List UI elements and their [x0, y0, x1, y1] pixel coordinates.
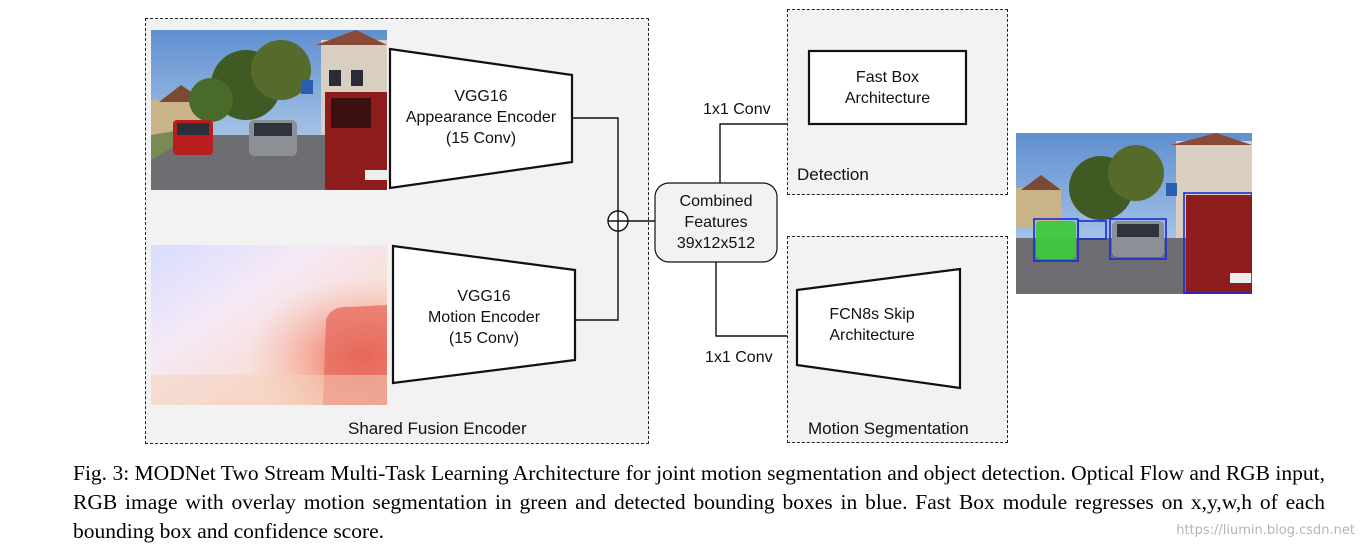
optical-flow-input-image: [151, 245, 387, 405]
motion-encoder-line-2: Motion Encoder: [427, 309, 541, 326]
combined-features-label: Combined Features 39x12x512: [655, 191, 777, 254]
detection-label: Detection: [797, 165, 869, 184]
motion-connector: [575, 231, 619, 321]
fcn8s-line-2: Architecture: [829, 327, 915, 344]
fast-box-label: Fast Box Architecture: [809, 67, 966, 109]
motion-encoder-line-1: VGG16: [457, 288, 511, 305]
appearance-encoder-shape: [388, 47, 574, 190]
detection-connector: [719, 123, 787, 183]
rgb-input-image: [151, 30, 387, 190]
conv-label-bottom: 1x1 Conv: [705, 349, 773, 366]
appearance-encoder-line-2: Appearance Encoder: [405, 109, 557, 126]
conv-label-top: 1x1 Conv: [703, 101, 771, 118]
shared-fusion-encoder-label: Shared Fusion Encoder: [348, 419, 527, 438]
appearance-encoder-line-3: (15 Conv): [445, 130, 517, 147]
fast-box-line-2: Architecture: [844, 90, 931, 107]
fast-box-shape: [807, 49, 968, 126]
combined-line-1: Combined: [679, 193, 753, 210]
motion-encoder-line-3: (15 Conv): [448, 330, 520, 347]
fcn8s-label: FCN8s Skip Architecture: [797, 304, 947, 346]
output-segmentation-image: [1016, 133, 1252, 294]
motion-segmentation-label: Motion Segmentation: [808, 419, 969, 438]
motion-encoder-label: VGG16 Motion Encoder (15 Conv): [393, 286, 575, 349]
fast-box-line-1: Fast Box: [855, 69, 920, 86]
appearance-encoder-line-1: VGG16: [454, 88, 508, 105]
motion-encoder-shape: [391, 244, 577, 385]
combined-line-2: Features: [684, 214, 748, 231]
fcn8s-shape: [795, 267, 962, 390]
fcn8s-line-1: FCN8s Skip: [829, 306, 915, 323]
bounding-boxes: [1033, 192, 1252, 294]
diagram-shapes: [388, 47, 968, 390]
watermark-text: https://liumin.blog.csdn.net: [1176, 523, 1355, 538]
appearance-encoder-label: VGG16 Appearance Encoder (15 Conv): [390, 86, 572, 149]
combined-line-3: 39x12x512: [676, 235, 756, 252]
figure-caption: Fig. 3: MODNet Two Stream Multi-Task Lea…: [73, 461, 1325, 543]
appearance-connector: [572, 117, 619, 211]
segmentation-connector: [715, 262, 787, 337]
